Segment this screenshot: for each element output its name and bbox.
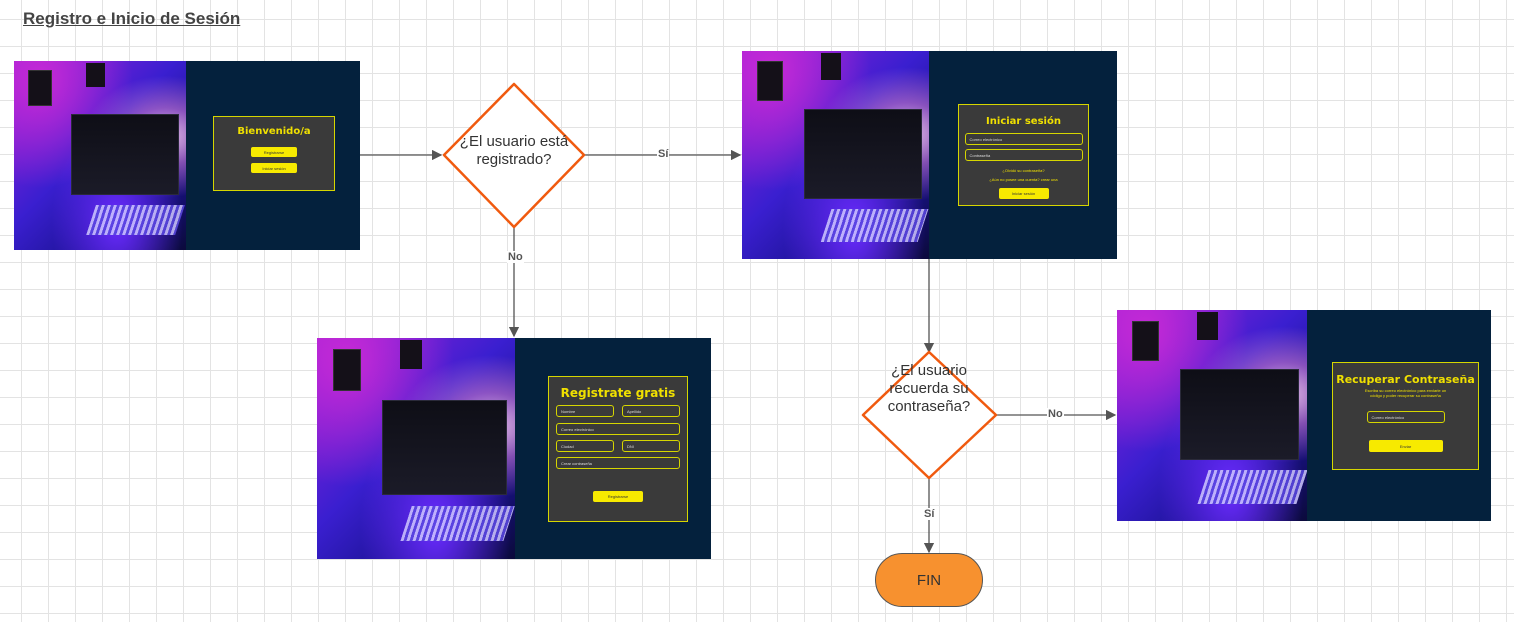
edge-label-registered-yes: Sí [657,148,670,160]
register-name-field[interactable]: Nombre [556,405,614,417]
login-panel: Iniciar sesión Correo electrónico Contra… [929,51,1117,259]
login-submit-button[interactable]: Iniciar sesión [998,188,1049,199]
login-title: Iniciar sesión [986,116,1061,127]
register-button[interactable]: Registrarse [251,147,297,157]
screen-welcome: Bienvenido/a Registrarse Iniciar sesión [14,61,360,250]
register-dni-field[interactable]: DNI [622,440,680,452]
screen-register: Registrate gratis Nombre Apellido Correo… [317,338,711,559]
screen-recover: Recuperar Contraseña Escriba su correo e… [1117,310,1491,521]
register-email-field[interactable]: Correo electrónico [556,423,680,435]
decision-registered-text: ¿El usuario está registrado? [459,133,569,168]
gaming-setup-photo [317,338,515,559]
login-button[interactable]: Iniciar sesión [251,163,297,173]
edge-label-remembers-no: No [1047,408,1064,420]
recover-card: Recuperar Contraseña Escriba su correo e… [1332,362,1479,470]
login-password-field[interactable]: Contraseña [964,149,1083,161]
register-card: Registrate gratis Nombre Apellido Correo… [548,376,688,522]
welcome-title: Bienvenido/a [237,126,311,137]
recover-title: Recuperar Contraseña [1336,373,1475,386]
register-city-field[interactable]: Ciudad [556,440,614,452]
register-password-field[interactable]: Crear contraseña [556,457,680,469]
login-card: Iniciar sesión Correo electrónico Contra… [958,104,1089,206]
welcome-panel: Bienvenido/a Registrarse Iniciar sesión [186,61,360,250]
decision-remembers-text: ¿El usuario recuerda su contraseña? [887,362,971,415]
screen-login: Iniciar sesión Correo electrónico Contra… [742,51,1117,259]
end-terminator: FIN [875,553,983,607]
welcome-card: Bienvenido/a Registrarse Iniciar sesión [213,116,335,191]
forgot-password-link[interactable]: ¿Olvidó su contraseña? [1002,168,1045,173]
recover-submit-button[interactable]: Enviar [1368,440,1443,452]
edge-label-remembers-yes: Sí [923,508,936,520]
login-email-field[interactable]: Correo electrónico [964,133,1083,145]
gaming-setup-photo [1117,310,1307,521]
register-lastname-field[interactable]: Apellido [622,405,680,417]
create-account-link[interactable]: ¿Aún no posee una cuenta? crear una [989,177,1058,182]
recover-panel: Recuperar Contraseña Escriba su correo e… [1307,310,1491,521]
decision-remembers-shape [861,350,998,480]
recover-email-field[interactable]: Correo electrónico [1366,411,1445,423]
gaming-setup-photo [14,61,186,250]
decision-registered-shape [442,82,586,229]
register-submit-button[interactable]: Registrarse [593,491,643,502]
register-panel: Registrate gratis Nombre Apellido Correo… [515,338,711,559]
diagram-title: Registro e Inicio de Sesión [23,9,241,28]
register-title: Registrate gratis [560,386,676,400]
edge-label-registered-no: No [507,251,524,263]
gaming-setup-photo [742,51,929,259]
recover-description: Escriba su correo electrónico para envia… [1364,388,1447,398]
